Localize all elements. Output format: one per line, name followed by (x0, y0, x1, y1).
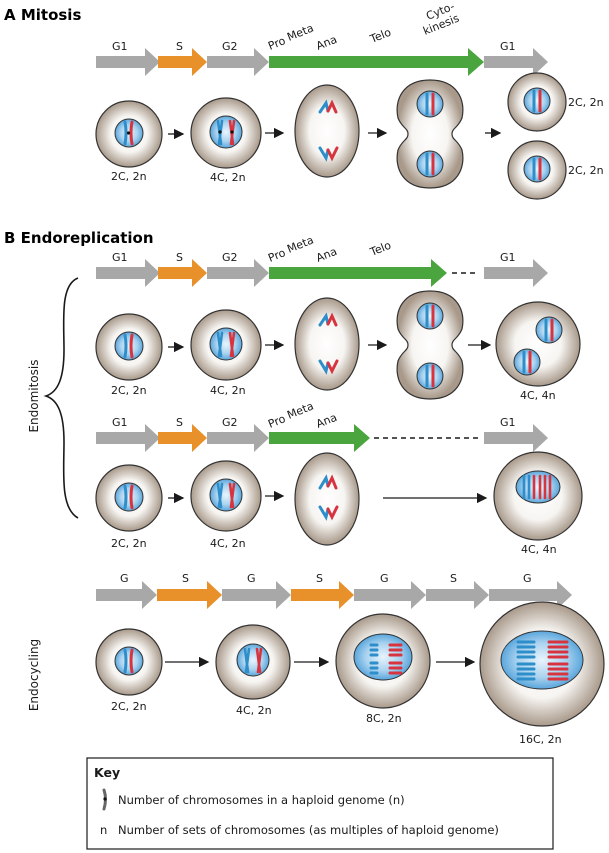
key-n-desc: Number of sets of chromosomes (as multip… (118, 823, 499, 837)
endomitosis-brace (43, 277, 79, 519)
endocycling-cell-4 (479, 601, 605, 727)
label-4c-4n: 4C, 4n (521, 543, 557, 556)
phase-g: G (120, 572, 129, 585)
phase-s: S (176, 40, 183, 53)
key-n-symbol: n (100, 823, 107, 837)
phase-meta: Meta (285, 233, 315, 255)
phase-meta: Meta (285, 21, 315, 43)
s-arrow (158, 48, 207, 76)
phase-telo: Telo (367, 239, 393, 260)
mitosis-cell-cytokinesis (396, 79, 464, 189)
label-4c-2n: 4C, 2n (210, 384, 246, 397)
phase-g1-end: G1 (500, 416, 516, 429)
label-2c-2n: 2C, 2n (111, 170, 147, 183)
label-4c-2n: 4C, 2n (210, 537, 246, 550)
label-2c-2n: 2C, 2n (111, 537, 147, 550)
section-b-title: B Endoreplication (4, 229, 154, 247)
phase-pro: Pro (266, 246, 287, 265)
label-2c-2n: 2C, 2n (568, 96, 604, 109)
endomitosis-1-anaphase (294, 297, 360, 391)
label-2c-2n: 2C, 2n (111, 384, 147, 397)
phase-g2: G2 (222, 251, 238, 264)
endomitosis-2-cell-1 (95, 464, 163, 532)
phase-s: S (176, 251, 183, 264)
phase-s: S (450, 572, 457, 585)
phase-telo: Telo (367, 26, 393, 47)
phase-s: S (182, 572, 189, 585)
phase-g1: G1 (112, 251, 128, 264)
label-8c-2n: 8C, 2n (366, 712, 402, 725)
label-4c-4n: 4C, 4n (520, 389, 556, 402)
phase-g: G (247, 572, 256, 585)
phase-pro: Pro (266, 412, 287, 431)
mitosis-cell-anaphase (294, 84, 360, 178)
phase-s: S (176, 416, 183, 429)
endocycling-phase-bar (96, 581, 572, 609)
phase-g1-end: G1 (500, 40, 516, 53)
endomitosis-2-phase-bar (96, 424, 548, 452)
endomitosis-2-anaphase (294, 452, 360, 546)
endomitosis-1-telophase (396, 290, 464, 400)
g1-arrow (96, 48, 160, 76)
label-4c-2n: 4C, 2n (236, 704, 272, 717)
phase-g1-end: G1 (500, 251, 516, 264)
mitosis-arrow (269, 48, 484, 76)
mitosis-phase-bar (96, 48, 548, 76)
phase-pro: Pro (266, 34, 287, 53)
mitosis-cell-1 (95, 100, 163, 168)
endomitosis-2-polyploid-cell (493, 451, 583, 541)
endocycling-cell-3 (335, 613, 431, 709)
label-16c-2n: 16C, 2n (519, 733, 562, 746)
endomitosis-1-phase-bar (96, 259, 548, 287)
phase-ana: Ana (314, 411, 339, 431)
key-box: Key Number of chromosomes in a haploid g… (86, 757, 554, 850)
mitosis-cell-2 (190, 97, 262, 169)
endocycling-cell-1 (95, 628, 163, 696)
endomitosis-1-cell-2 (190, 309, 262, 381)
endocycling-cell-2 (215, 624, 291, 700)
label-2c-2n: 2C, 2n (111, 700, 147, 713)
key-title: Key (94, 765, 120, 780)
label-4c-2n: 4C, 2n (210, 171, 246, 184)
section-a-title: A Mitosis (4, 6, 81, 24)
key-chromosome-desc: Number of chromosomes in a haploid genom… (118, 793, 405, 807)
phase-g1: G1 (112, 40, 128, 53)
phase-meta: Meta (285, 399, 315, 421)
g1-arrow-2 (484, 48, 548, 76)
endomitosis-1-cell-1 (95, 313, 163, 381)
g2-arrow (207, 48, 269, 76)
chromosome-icon (102, 788, 107, 811)
phase-ana: Ana (314, 33, 339, 53)
phase-g2: G2 (222, 416, 238, 429)
phase-s: S (316, 572, 323, 585)
endomitosis-label: Endomitosis (27, 359, 41, 432)
phase-ana: Ana (314, 245, 339, 265)
mitosis-daughter-2 (507, 140, 567, 200)
endocycling-label: Endocycling (27, 639, 41, 711)
phase-g: G (380, 572, 389, 585)
phase-g2: G2 (222, 40, 238, 53)
endomitosis-1-binucleate-cell (495, 301, 581, 387)
phase-g1: G1 (112, 416, 128, 429)
label-2c-2n: 2C, 2n (568, 164, 604, 177)
mitosis-daughter-1 (507, 72, 567, 132)
endomitosis-2-cell-2 (190, 460, 262, 532)
phase-g: G (523, 572, 532, 585)
